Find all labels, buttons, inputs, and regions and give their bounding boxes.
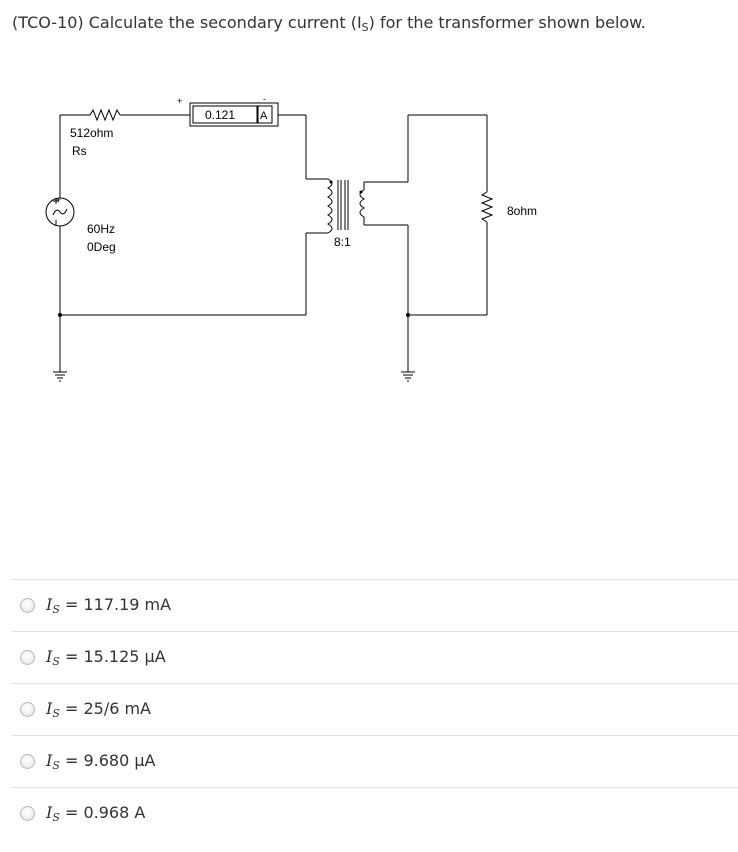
ammeter-reading: 0.121 — [205, 108, 235, 122]
question-text: (TCO-10) Calculate the secondary current… — [12, 13, 646, 34]
answer-label: IS = 117.19 mA — [46, 595, 172, 616]
answer-option[interactable]: IS = 25/6 mA — [12, 683, 738, 735]
ac-source — [45, 197, 75, 227]
circuit-diagram: 512ohm Rs + 60Hz 0Deg + - 0.121 A 8:1 8o… — [45, 94, 537, 382]
answer-option[interactable]: IS = 0.968 A — [12, 787, 738, 839]
answer-option[interactable]: IS = 117.19 mA — [12, 579, 738, 631]
transformer-ratio-label: 8:1 — [334, 235, 351, 249]
answer-options: IS = 117.19 mA IS = 15.125 μA IS = 25/6 … — [12, 579, 738, 839]
source-phase-label: 0Deg — [87, 240, 116, 254]
question-suffix: ) for the transformer shown below. — [368, 13, 646, 32]
primary-coil — [326, 178, 333, 234]
ammeter-minus-label: - — [263, 94, 266, 104]
source-plus-label: + — [56, 195, 61, 205]
resistor-value-label: 512ohm — [70, 126, 113, 140]
radio-button[interactable] — [20, 702, 35, 717]
radio-button[interactable] — [20, 754, 35, 769]
answer-label: IS = 25/6 mA — [46, 699, 151, 720]
source-frequency-label: 60Hz — [87, 222, 115, 236]
answer-option[interactable]: IS = 15.125 μA — [12, 631, 738, 683]
question-subscript: S — [361, 21, 369, 34]
secondary-coil — [359, 189, 366, 218]
resistor-symbol — [89, 108, 121, 122]
answer-label: IS = 15.125 μA — [46, 647, 166, 668]
question-prefix: (TCO-10) Calculate the secondary current… — [12, 13, 362, 32]
load-value-label: 8ohm — [507, 204, 537, 218]
radio-button[interactable] — [20, 806, 35, 821]
answer-label: IS = 9.680 μA — [46, 751, 156, 772]
radio-button[interactable] — [20, 598, 35, 613]
ammeter-unit: A — [260, 110, 268, 122]
answer-label: IS = 0.968 A — [46, 803, 146, 824]
load-resistor-symbol — [480, 191, 494, 223]
resistor-name-label: Rs — [72, 144, 87, 158]
ammeter-plus-label: + — [177, 96, 182, 106]
answer-option[interactable]: IS = 9.680 μA — [12, 735, 738, 787]
radio-button[interactable] — [20, 650, 35, 665]
